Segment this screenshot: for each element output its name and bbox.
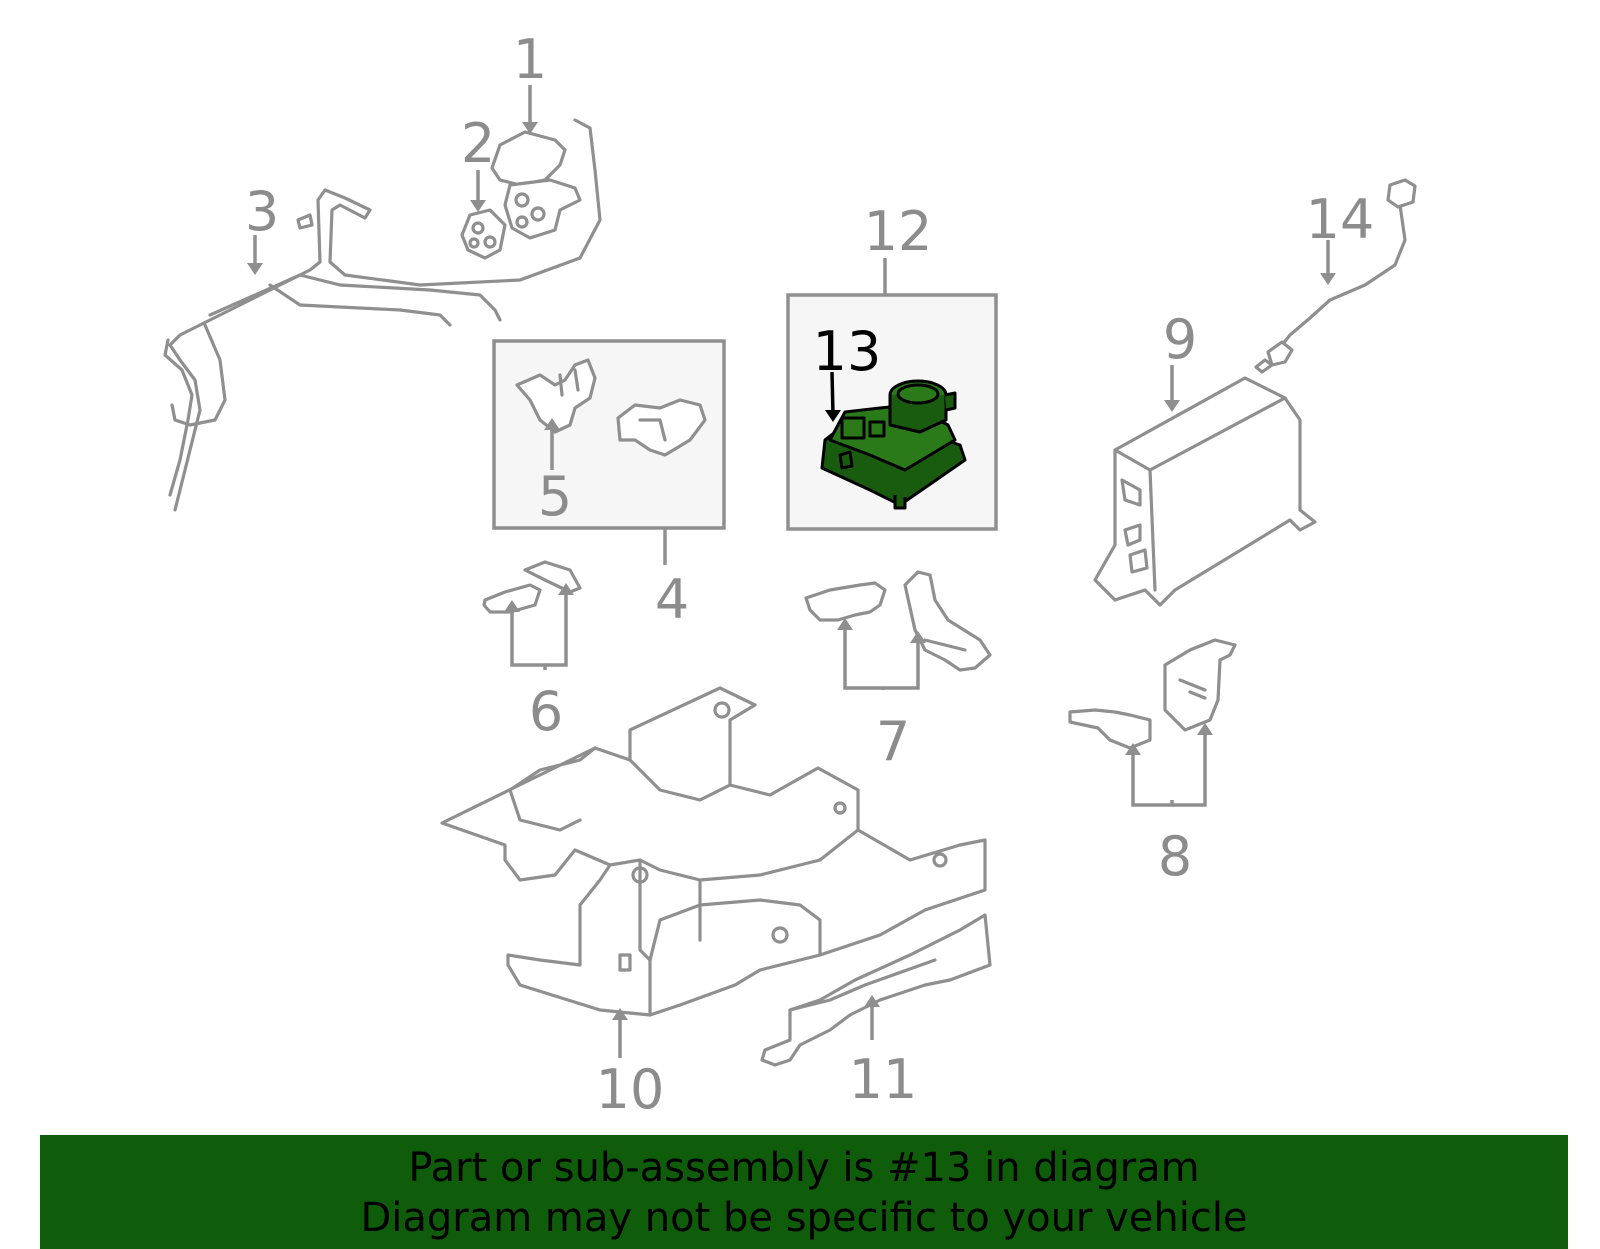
callout-1: 1 — [513, 28, 547, 91]
part-11-crossmember — [760, 913, 992, 1067]
leader-arrowheads — [247, 122, 1336, 1020]
callout-14: 14 — [1306, 188, 1375, 251]
part-3-hose-assembly — [163, 118, 602, 512]
callout-2: 2 — [461, 112, 495, 175]
callout-9: 9 — [1163, 308, 1197, 371]
part-8-sensor-and-bracket — [1068, 638, 1237, 750]
banner-line-1: Part or sub-assembly is #13 in diagram — [408, 1145, 1200, 1191]
callout-8: 8 — [1158, 825, 1192, 888]
part-10-subframe — [440, 686, 987, 1017]
callout-4: 4 — [655, 568, 689, 631]
part-2-gasket — [460, 208, 507, 260]
callout-6: 6 — [529, 680, 563, 743]
callout-10: 10 — [596, 1058, 665, 1121]
callout-5: 5 — [538, 465, 572, 528]
callout-7: 7 — [876, 710, 910, 773]
part-14-oxygen-sensor — [1254, 178, 1417, 374]
callout-3: 3 — [245, 180, 279, 243]
banner-line-2: Diagram may not be specific to your vehi… — [360, 1195, 1248, 1241]
part-13-vacuum-pump-highlighted — [820, 379, 967, 510]
part-5-sensor — [515, 358, 597, 434]
part-9-canister — [1093, 376, 1317, 607]
callout-11: 11 — [849, 1048, 918, 1111]
part-4-bracket — [616, 398, 707, 457]
leader-lines — [253, 85, 1330, 1058]
info-banner: Part or sub-assembly is #13 in diagram D… — [40, 1135, 1568, 1249]
part-1-egr-valve — [490, 130, 582, 240]
callout-13-highlighted: 13 — [813, 320, 882, 383]
leader-13-arrowhead — [825, 410, 841, 422]
part-7-sensor-and-bracket — [804, 570, 992, 672]
callout-12: 12 — [864, 200, 933, 263]
